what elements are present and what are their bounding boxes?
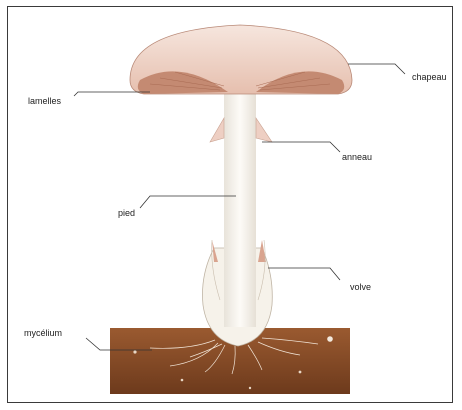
label-lamelles: lamelles <box>28 96 62 106</box>
label-anneau: anneau <box>342 152 372 162</box>
label-chapeau: chapeau <box>412 72 447 82</box>
label-mycelium: mycélium <box>24 328 62 338</box>
label-pied: pied <box>118 208 135 218</box>
cap <box>130 25 352 94</box>
label-volve: volve <box>350 282 371 292</box>
stem <box>224 92 256 327</box>
